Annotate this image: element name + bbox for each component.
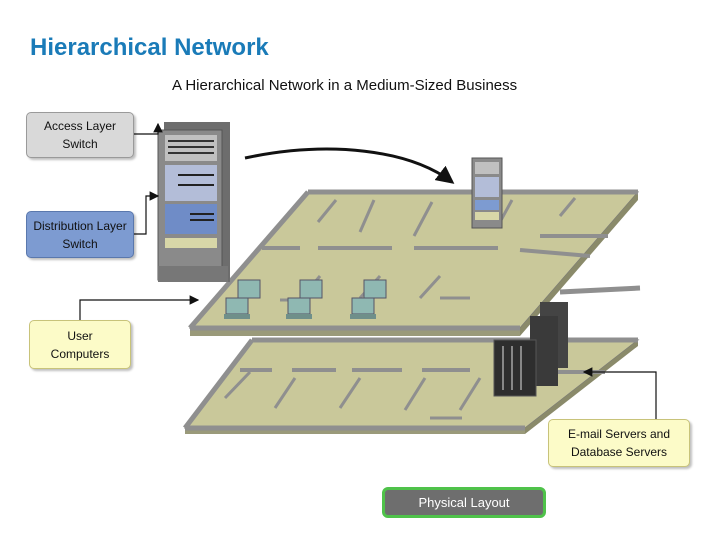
callout-line: Database Servers: [570, 445, 668, 459]
user-computers-callout: User Computers: [29, 320, 131, 369]
callout-line: Computers: [50, 346, 110, 361]
user-computers: [224, 279, 387, 319]
rack-icon: [157, 122, 230, 282]
callout-line: Switch: [62, 236, 98, 251]
diagram-title: A Hierarchical Network in a Medium-Sized…: [172, 77, 518, 94]
slide-title: Hierarchical Network: [30, 34, 269, 61]
distribution-connector-arrow: [132, 191, 160, 235]
callout-line: Switch: [62, 137, 98, 151]
callout-line: Distribution Layer: [33, 218, 127, 233]
distribution-layer-switch-callout: Distribution Layer Switch: [26, 211, 134, 258]
users-connector-arrow: [79, 295, 200, 320]
upper-floor: [188, 189, 641, 336]
callout-line: Access Layer: [43, 119, 117, 133]
servers-connector-arrow: [582, 367, 657, 419]
physical-layout-button[interactable]: Physical Layout: [382, 487, 546, 518]
callout-line: User: [67, 328, 93, 343]
servers-icon: [493, 302, 568, 397]
computer-icon: [286, 279, 323, 319]
servers-callout: E-mail Servers and Database Servers: [548, 419, 690, 467]
computer-icon: [350, 279, 387, 319]
access-connector-arrow: [132, 122, 163, 135]
rack-location-arrow: [244, 147, 455, 184]
access-layer-switch-callout: Access Layer Switch: [26, 112, 134, 158]
small-rack-icon: [471, 157, 503, 229]
computer-icon: [224, 279, 261, 319]
callout-line: E-mail Servers and: [567, 427, 671, 441]
